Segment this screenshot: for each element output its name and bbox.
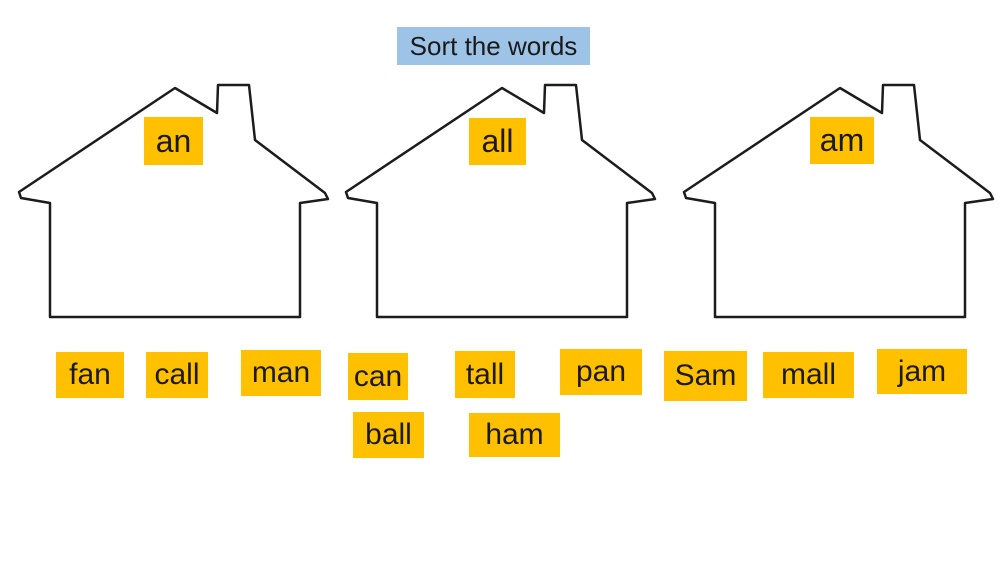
- house-all[interactable]: [339, 80, 661, 322]
- word-tile-man[interactable]: man: [241, 350, 321, 396]
- word-tile-mall[interactable]: mall: [763, 352, 854, 398]
- word-tile-fan[interactable]: fan: [56, 352, 124, 398]
- word-tile-tall[interactable]: tall: [455, 351, 515, 398]
- house-an[interactable]: [12, 80, 334, 322]
- word-tile-ball[interactable]: ball: [353, 412, 424, 458]
- word-tile-sam[interactable]: Sam: [664, 351, 747, 401]
- word-tile-ham[interactable]: ham: [469, 413, 560, 457]
- house-outline-icon: [17, 83, 330, 319]
- house-label-all: all: [469, 118, 526, 165]
- house-am[interactable]: [677, 80, 999, 322]
- house-outline-icon: [344, 83, 657, 319]
- word-tile-can[interactable]: can: [348, 353, 408, 400]
- word-tile-call[interactable]: call: [146, 352, 208, 398]
- word-tile-pan[interactable]: pan: [560, 349, 642, 395]
- house-label-am: am: [810, 117, 874, 164]
- word-tile-jam[interactable]: jam: [877, 349, 967, 394]
- house-outline-icon: [682, 83, 995, 319]
- house-label-an: an: [144, 117, 203, 165]
- page-title: Sort the words: [397, 27, 590, 65]
